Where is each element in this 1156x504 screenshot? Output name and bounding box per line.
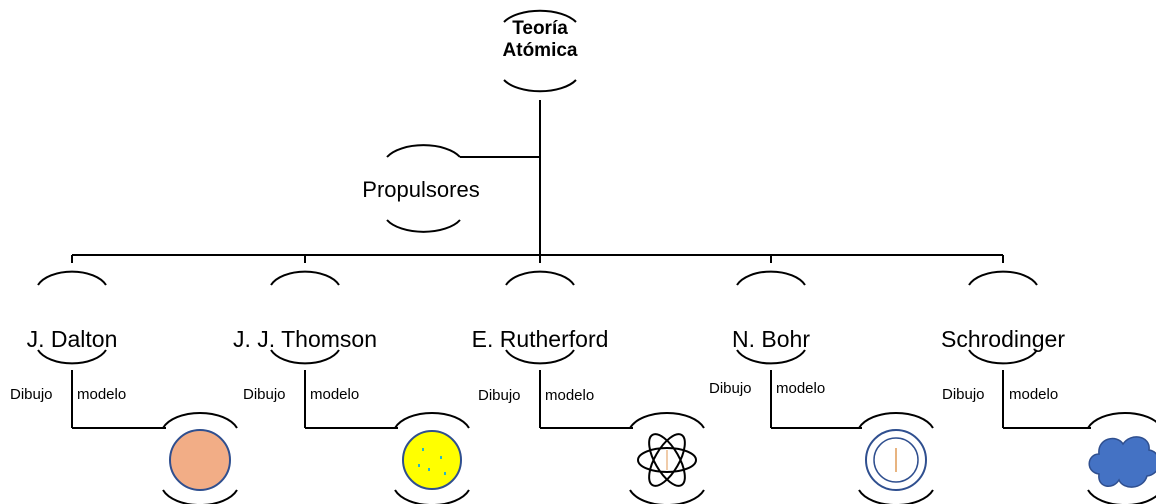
- propulsores-top-arc: [386, 144, 461, 158]
- model-node-top-arc-dalton: [162, 412, 238, 429]
- link-label-modelo-bohr: modelo: [776, 380, 826, 397]
- node-top-arc-bohr: [736, 270, 806, 286]
- electron-cloud-icon: [1088, 436, 1156, 488]
- root-title-line2: Atómica: [502, 40, 578, 61]
- node-bottom-arc-dalton: [37, 349, 107, 365]
- node-top-arc-rutherford: [505, 270, 575, 286]
- concentric-rings-icon: [865, 429, 927, 491]
- root-node-label: Teoría Atómica: [503, 18, 578, 62]
- node-top-arc-thomson: [270, 270, 340, 286]
- scientist-label-thomson: J. J. Thomson: [232, 326, 378, 352]
- model-node-top-arc-schrodinger: [1087, 412, 1156, 429]
- model-node-top-arc-bohr: [858, 412, 934, 429]
- link-label-dibujo-thomson: Dibujo: [243, 386, 286, 403]
- link-label-dibujo-dalton: Dibujo: [10, 386, 53, 403]
- link-label-dibujo-bohr: Dibujo: [709, 380, 752, 397]
- plum-pudding-icon: [402, 430, 462, 490]
- model-node-bottom-arc-thomson: [394, 489, 470, 504]
- link-label-modelo-dalton: modelo: [77, 386, 127, 403]
- link-label-dibujo-schrodinger: Dibujo: [942, 386, 985, 403]
- scientist-label-bohr: N. Bohr: [732, 326, 810, 352]
- node-bottom-arc-thomson: [270, 349, 340, 365]
- model-node-top-arc-thomson: [394, 412, 470, 429]
- model-node-bottom-arc-rutherford: [629, 489, 705, 504]
- node-top-arc-schrodinger: [968, 270, 1038, 286]
- node-bottom-arc-schrodinger: [968, 349, 1038, 365]
- root-node-top-arc: [503, 9, 577, 23]
- node-bottom-arc-rutherford: [505, 349, 575, 365]
- propulsores-bottom-arc: [386, 219, 461, 233]
- scientist-label-schrodinger: Schrodinger: [940, 326, 1066, 352]
- branch-rutherford: [505, 255, 705, 504]
- model-node-top-arc-rutherford: [629, 412, 705, 429]
- scientist-label-dalton: J. Dalton: [26, 326, 118, 352]
- link-label-modelo-rutherford: modelo: [545, 387, 595, 404]
- model-node-bottom-arc-schrodinger: [1087, 489, 1156, 504]
- link-label-dibujo-rutherford: Dibujo: [478, 387, 521, 404]
- branch-bohr: [736, 255, 934, 504]
- link-label-modelo-schrodinger: modelo: [1009, 386, 1059, 403]
- propulsores-label: Propulsores: [362, 177, 480, 202]
- root-title-line1: Teoría: [512, 18, 568, 39]
- link-label-modelo-thomson: modelo: [310, 386, 360, 403]
- branch-thomson: [270, 255, 470, 504]
- node-top-arc-dalton: [37, 270, 107, 286]
- node-bottom-arc-bohr: [736, 349, 806, 365]
- model-node-bottom-arc-bohr: [858, 489, 934, 504]
- atom-orbits-icon: [637, 433, 697, 487]
- model-node-bottom-arc-dalton: [162, 489, 238, 504]
- branch-dalton: [37, 255, 238, 504]
- root-node-bottom-arc: [503, 79, 577, 93]
- scientist-label-rutherford: E. Rutherford: [471, 326, 609, 352]
- solid-sphere-icon: [169, 429, 231, 491]
